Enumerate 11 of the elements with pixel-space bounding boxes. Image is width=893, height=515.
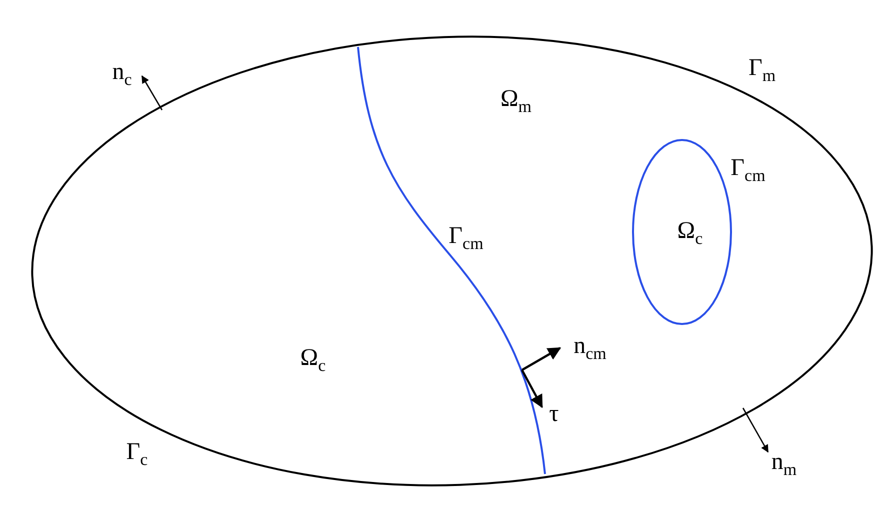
math-label: Ω$_{m}$: [500, 87, 532, 115]
math-label: n$_{c}$: [112, 60, 132, 88]
math-label: Γ$_{m}$: [748, 56, 776, 84]
math-label: Ω$_{c}$: [677, 219, 703, 247]
math-label: n$_{m}$: [771, 450, 797, 478]
math-label: τ: [549, 402, 559, 426]
math-label: Γ$_{c}$: [126, 440, 148, 468]
math-label: Γ$_{cm}$: [448, 224, 484, 252]
math-label: n$_{cm}$: [574, 334, 606, 362]
math-label: Γ$_{cm}$: [730, 156, 766, 184]
math-label: Ω$_{c}$: [300, 346, 326, 374]
